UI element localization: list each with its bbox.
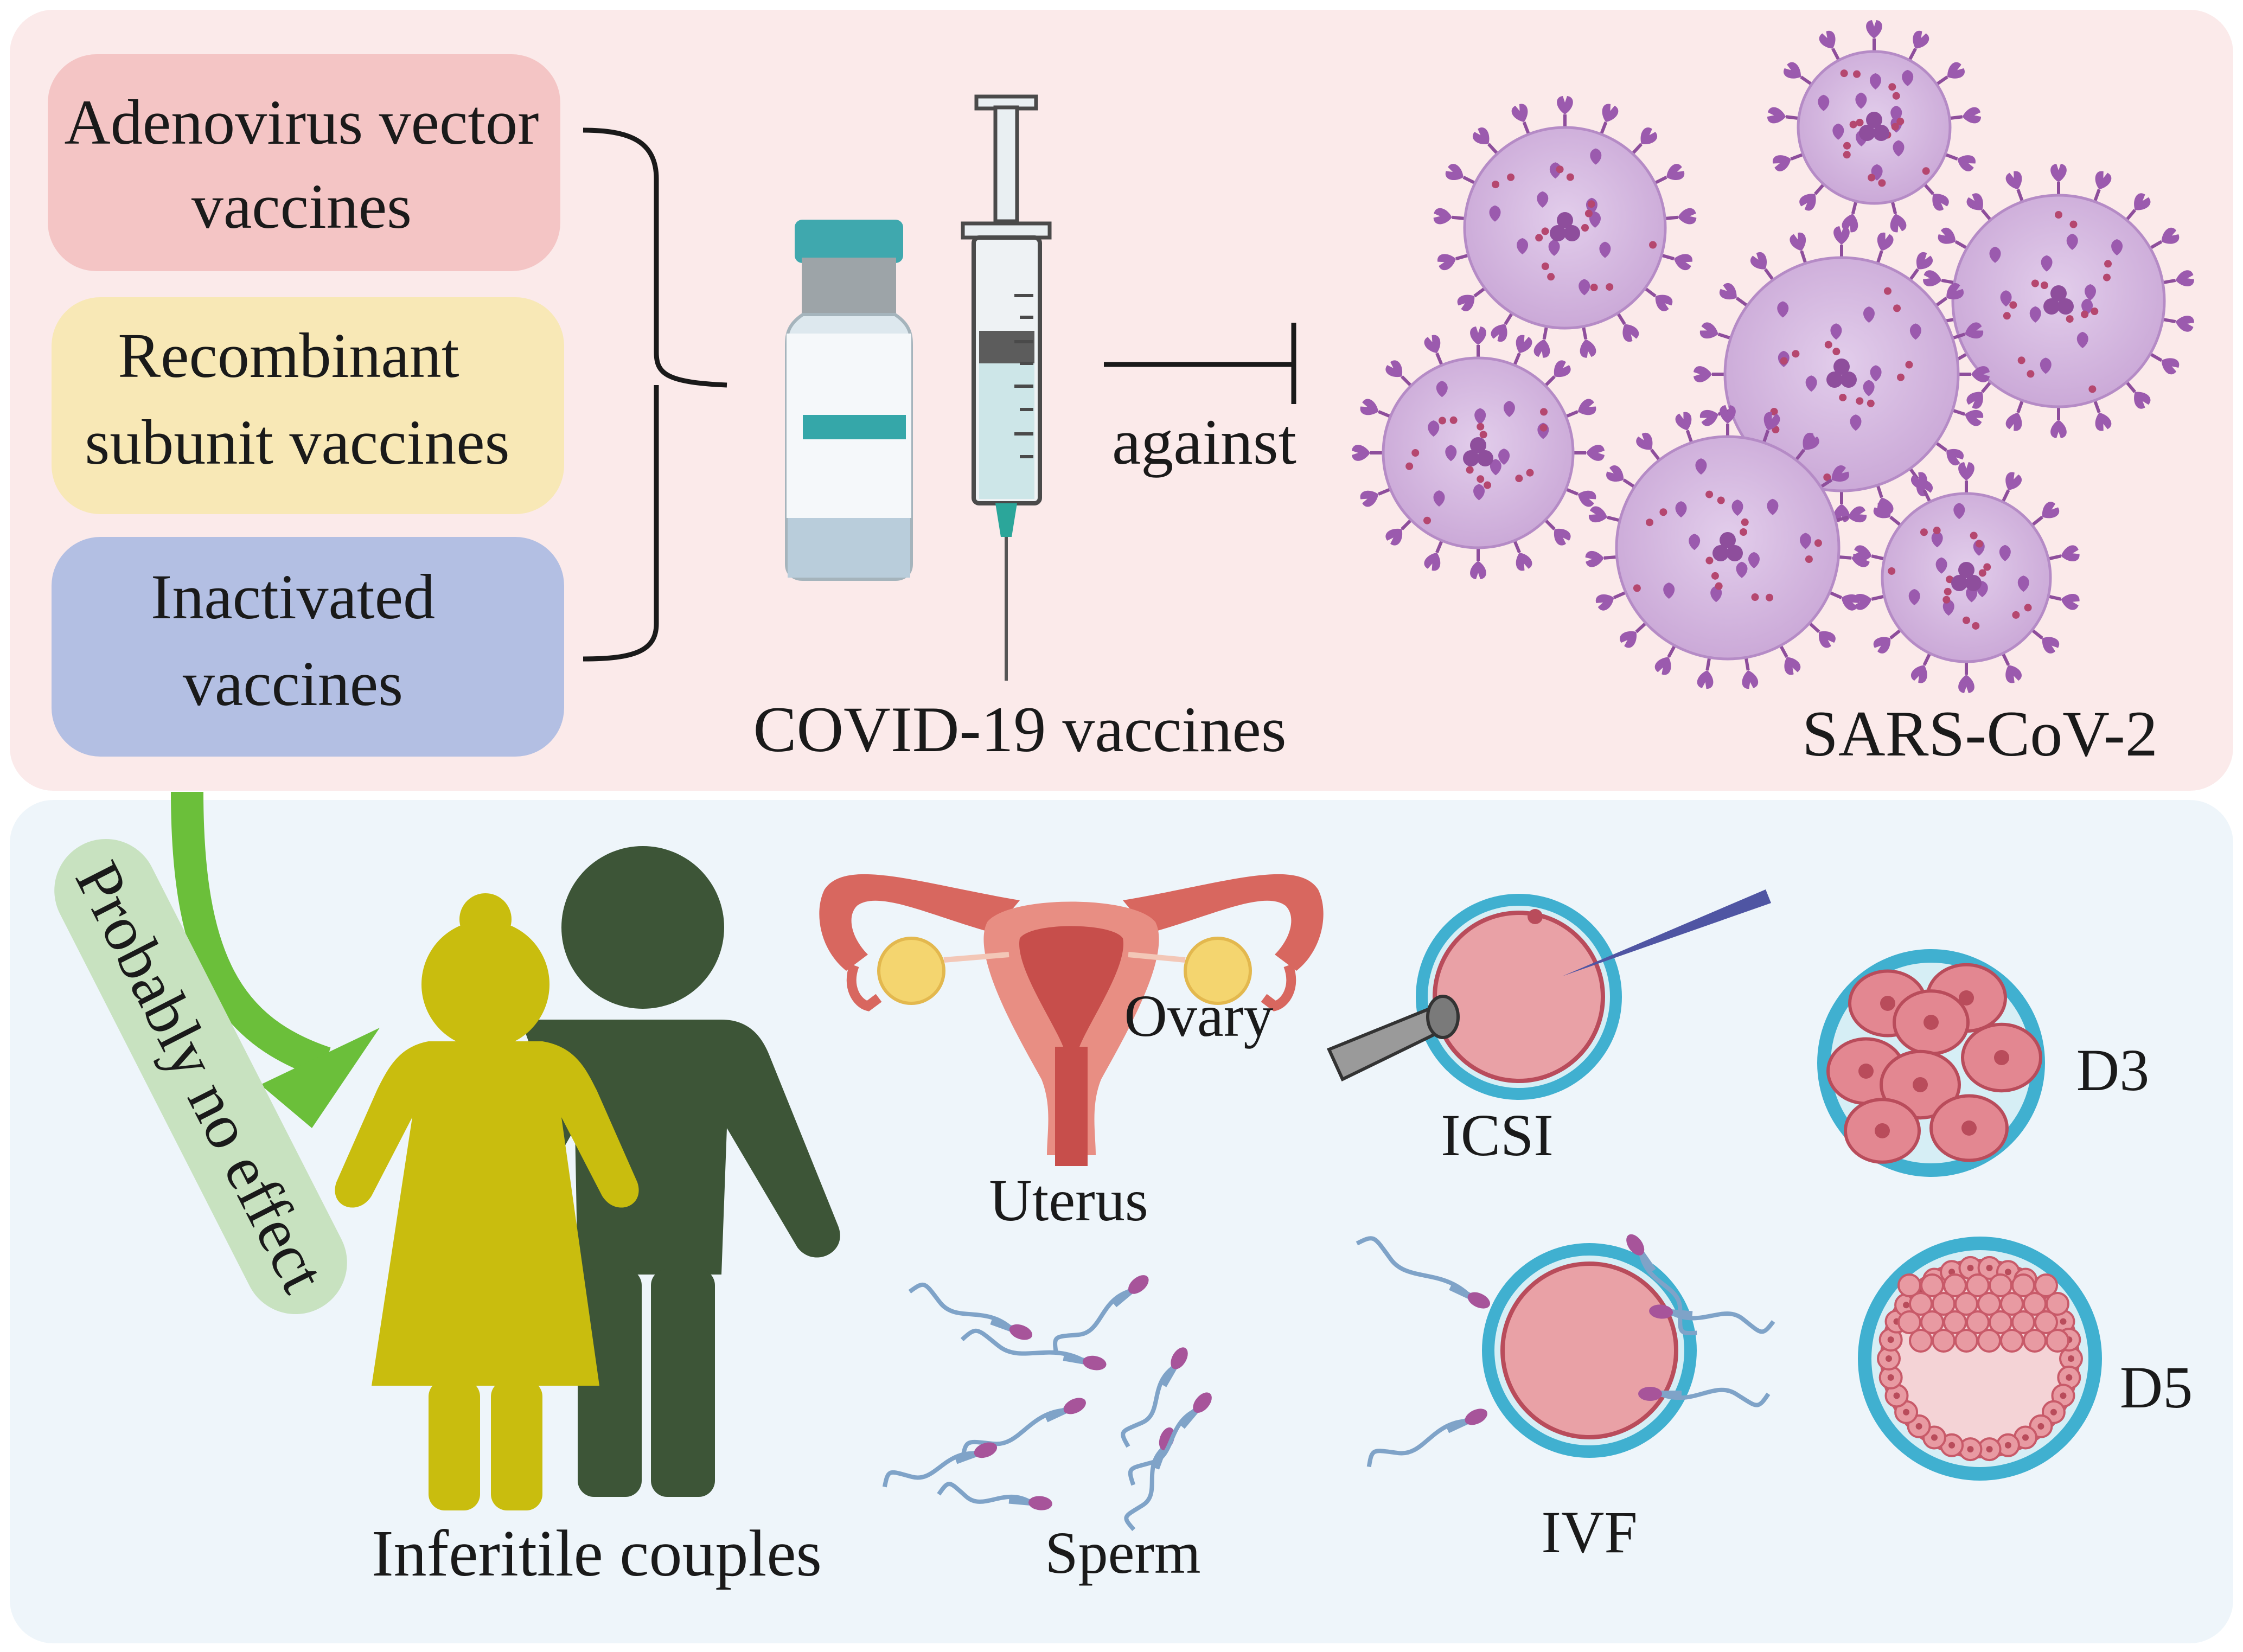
- adenovirus-label-1: Adenovirus vector: [65, 87, 539, 158]
- adenovirus-label-2: vaccines: [191, 171, 412, 242]
- against-label: against: [1112, 406, 1296, 478]
- virus-particle: [1433, 96, 1697, 359]
- syringe-icon: [961, 94, 1052, 681]
- sperm-cell: [960, 1398, 1086, 1459]
- inner-cell: [2034, 1273, 2058, 1297]
- ivf-icon: [1482, 1243, 1697, 1458]
- virus-cluster: [1352, 20, 2195, 693]
- inner-cell: [2023, 1329, 2047, 1353]
- sars-cov-2-label: SARS-CoV-2: [1802, 697, 2158, 770]
- d5-label: D5: [2120, 1354, 2193, 1420]
- sperm-cell: [1638, 1387, 1771, 1407]
- inner-cell: [2046, 1329, 2069, 1353]
- sperm-cell: [937, 1482, 1052, 1510]
- sperm-cell: [1626, 1234, 1697, 1336]
- d5-blastocyst-icon: [1858, 1237, 2102, 1481]
- sperm-cell: [882, 1442, 998, 1488]
- sperm-cell: [1121, 1347, 1188, 1448]
- virus-particle: [1852, 462, 2081, 693]
- bracket: [583, 127, 727, 662]
- woman-figure: [335, 893, 639, 1510]
- sperm-label: Sperm: [1045, 1520, 1200, 1586]
- virus-particle: [1352, 326, 1605, 579]
- icsi-label: ICSI: [1441, 1102, 1554, 1168]
- vaccine-vial-icon: [785, 220, 913, 581]
- sperm-cell: [1356, 1236, 1490, 1309]
- uterus-icon: [819, 874, 1324, 1166]
- uterus-label: Uterus: [989, 1167, 1148, 1233]
- inner-cell: [1909, 1329, 1933, 1353]
- inner-cell: [1954, 1329, 1978, 1353]
- inactivated-label-2: vaccines: [183, 648, 403, 719]
- ivf-sperm-group: [1356, 1234, 1775, 1468]
- icsi-icon: [1326, 889, 1771, 1100]
- inner-cell: [2034, 1310, 2058, 1334]
- recombinant-label-2: subunit vaccines: [85, 407, 509, 478]
- d3-label: D3: [2076, 1037, 2149, 1103]
- d3-embryo-icon: [1817, 949, 2045, 1177]
- green-arrow-head: [260, 1028, 380, 1128]
- sperm-cell: [908, 1282, 1033, 1340]
- sperm-cell: [1128, 1392, 1212, 1486]
- inactivated-box: [52, 537, 564, 757]
- inner-cell: [2046, 1292, 2069, 1316]
- inner-cell: [1977, 1329, 2001, 1353]
- recombinant-box: [52, 297, 564, 514]
- sperm-cell: [1053, 1275, 1149, 1354]
- ivf-label: IVF: [1541, 1499, 1637, 1565]
- bottom-panel: [10, 800, 2233, 1643]
- couples-label: Inferitile couples: [372, 1517, 822, 1590]
- sperm-cell: [960, 1328, 1107, 1371]
- virus-particle: [1922, 164, 2195, 438]
- effect-banner: [54, 838, 347, 1315]
- inner-cell: [2000, 1329, 2024, 1353]
- recombinant-label-1: Recombinant: [118, 320, 459, 391]
- virus-particle: [1694, 226, 1990, 522]
- adenovirus-box: [48, 54, 560, 271]
- covid-vaccines-label: COVID-19 vaccines: [753, 693, 1286, 765]
- inactivated-label-1: Inactivated: [151, 561, 435, 632]
- green-arrow: [171, 791, 331, 1079]
- virus-particle: [1767, 20, 1982, 234]
- sperm-cell: [1366, 1408, 1487, 1468]
- virus-particle: [1585, 405, 1871, 690]
- inner-cell: [1932, 1329, 1956, 1353]
- ovary-label: Ovary: [1124, 983, 1274, 1049]
- sperm-group: [882, 1275, 1212, 1532]
